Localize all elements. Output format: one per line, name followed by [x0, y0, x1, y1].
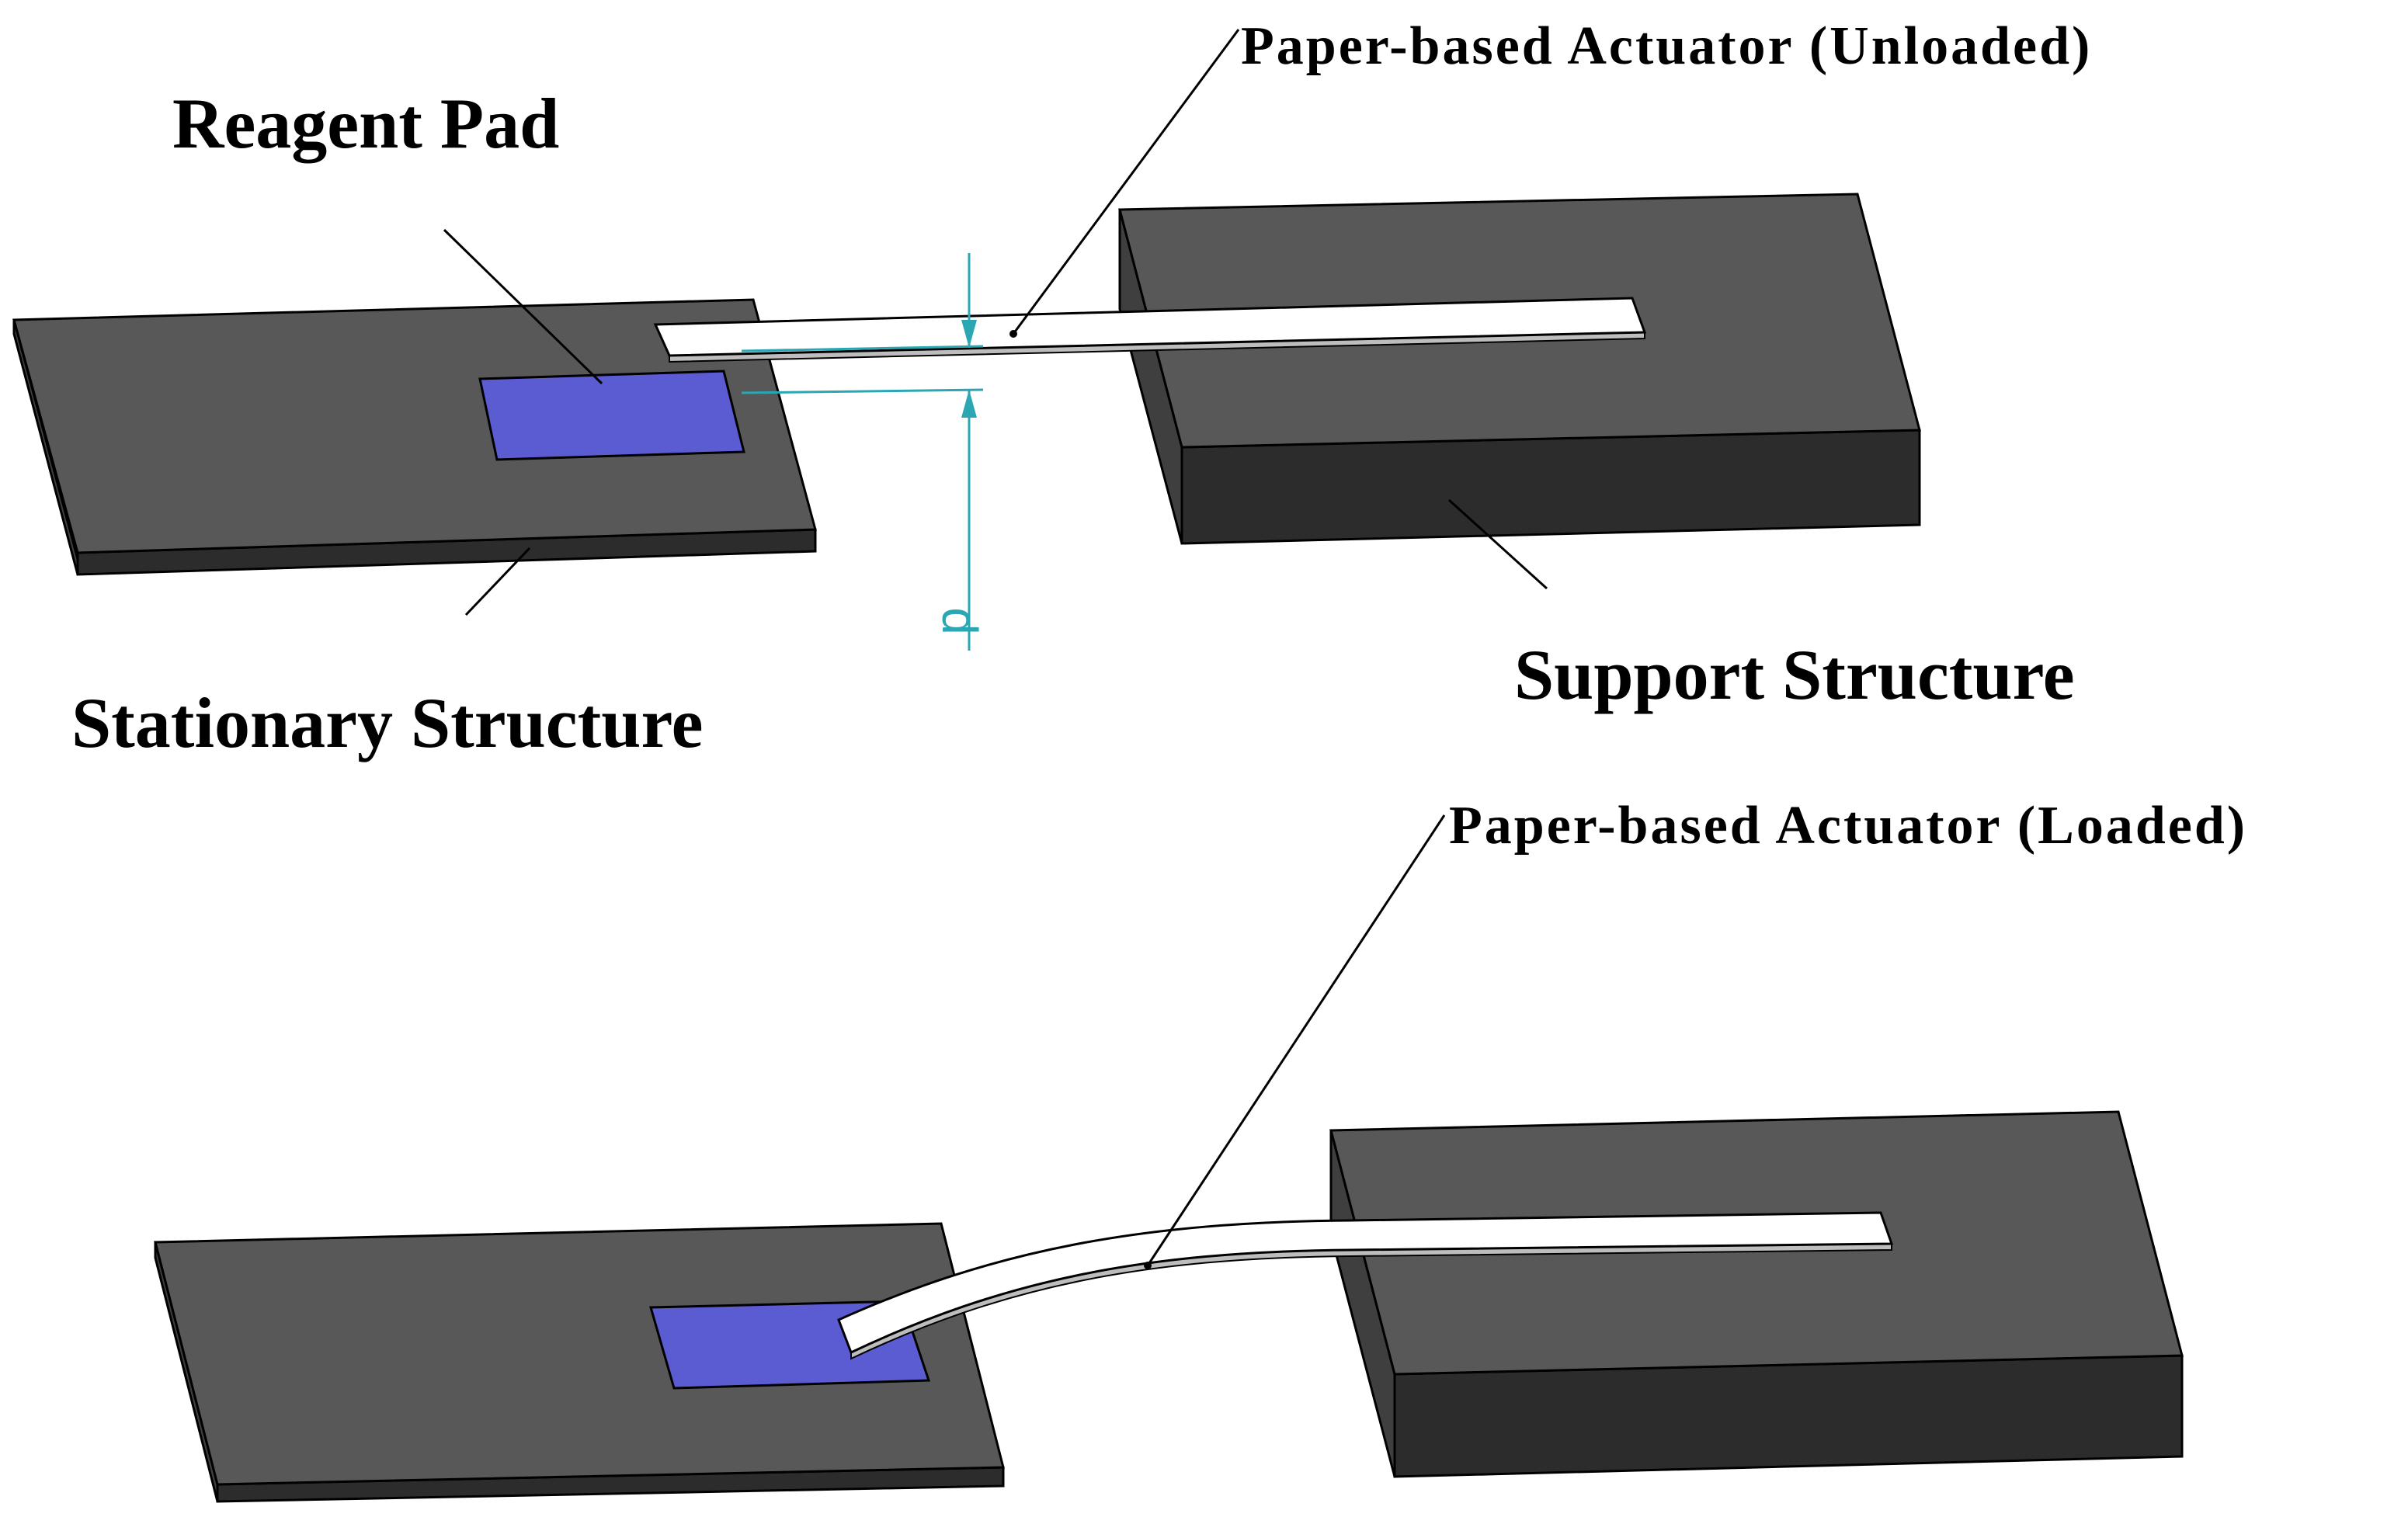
label-reagent-pad: Reagent Pad: [172, 84, 559, 163]
leader-reagent-pad: [443, 228, 603, 385]
stationary-plate-top: [12, 298, 817, 554]
actuator-strip-unloaded-face: [653, 297, 1647, 357]
dimension-d: d: [741, 253, 988, 651]
dimension-extension-top: [741, 345, 984, 352]
support-structure-top: [1118, 193, 1921, 545]
stationary-structure-bottom: [154, 1222, 1005, 1503]
leader-actuator-unloaded-dot: [1009, 330, 1017, 338]
reagent-pad-top: [478, 370, 745, 461]
dimension-extension-bottom: [741, 388, 984, 394]
support-structure-bottom: [1329, 1110, 2184, 1478]
label-actuator-unloaded: Paper-based Actuator (Unloaded): [1241, 16, 2092, 76]
unloaded-assembly: d Paper-based Actuator (Unloaded) Reagen…: [12, 16, 2092, 762]
loaded-assembly: Paper-based Actuator (Loaded): [154, 796, 2247, 1503]
leader-support-structure: [1447, 498, 1548, 590]
label-actuator-loaded: Paper-based Actuator (Loaded): [1449, 796, 2247, 856]
actuator-strip-loaded: [837, 1211, 1894, 1360]
stationary-plate-top-bottom: [154, 1222, 1005, 1486]
label-stationary-structure: Stationary Structure: [71, 683, 703, 762]
label-support-structure: Support Structure: [1514, 635, 2075, 714]
dimension-d-label: d: [932, 607, 988, 635]
leader-actuator-loaded: [1146, 814, 1446, 1266]
actuator-strip-unloaded: [653, 297, 1647, 363]
stationary-structure-top: [12, 298, 817, 576]
leader-stationary-structure: [464, 547, 531, 616]
dimension-arrow-up: [961, 390, 977, 418]
support-block-front-bottom: [1393, 1354, 2184, 1478]
dimension-arrow-down: [961, 320, 977, 348]
leader-actuator-unloaded: [1012, 29, 1240, 335]
leader-actuator-loaded-dot: [1144, 1262, 1152, 1269]
support-block-front: [1180, 429, 1921, 545]
actuator-strip-loaded-face: [837, 1211, 1894, 1355]
